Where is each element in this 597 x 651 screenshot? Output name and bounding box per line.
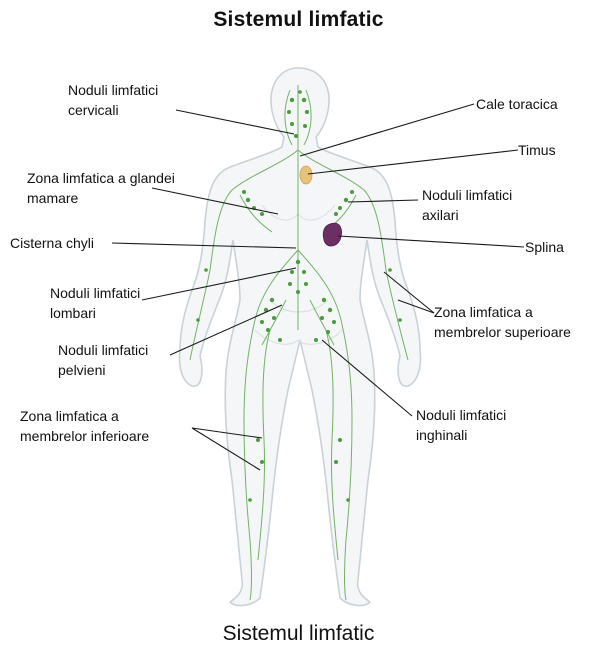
label-lumbar: Noduli limfatici lombari xyxy=(50,283,140,323)
label-cervical: Noduli limfatici cervicali xyxy=(68,80,158,120)
label-thymus: Timus xyxy=(518,140,556,160)
label-mammary: Zona limfatica a glandei mamare xyxy=(27,168,175,208)
label-spleen: Splina xyxy=(525,237,564,257)
spleen-organ xyxy=(323,223,341,246)
body-outline xyxy=(180,68,421,605)
label-chyli: Cisterna chyli xyxy=(10,233,94,253)
label-pelvic: Noduli limfatici pelvieni xyxy=(58,340,148,380)
label-axillary: Noduli limfatici axilari xyxy=(422,185,512,225)
figure-caption: Sistemul limfatic xyxy=(0,622,597,646)
body-silhouette xyxy=(180,68,421,605)
label-upper-limbs: Zona limfatica a membrelor superioare xyxy=(434,302,571,342)
label-inguinal: Noduli limfatici inghinali xyxy=(416,405,506,445)
label-lower-limbs: Zona limfatica a membrelor inferioare xyxy=(20,406,149,446)
label-thoracic: Cale toracica xyxy=(476,94,558,114)
thymus-organ xyxy=(300,166,312,184)
